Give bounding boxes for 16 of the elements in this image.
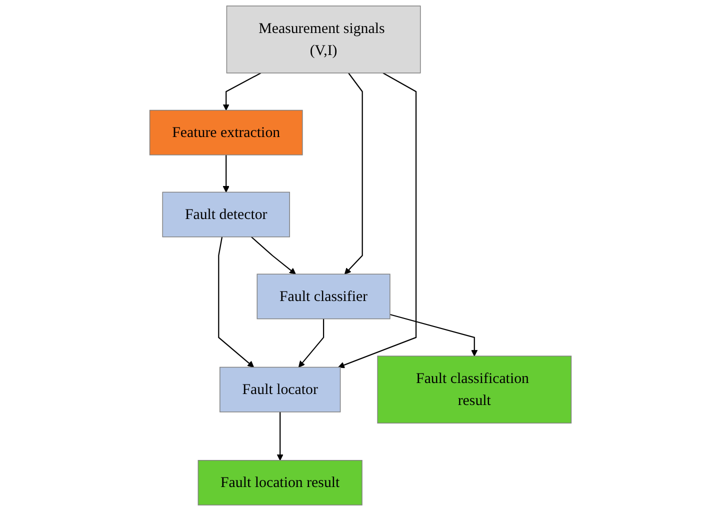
node-box: Fault detector — [162, 192, 290, 238]
node-box: Fault classifier — [256, 274, 390, 320]
arrow — [218, 236, 254, 368]
node-box: Fault location result — [198, 460, 362, 506]
arrow — [390, 314, 478, 356]
node-box: Measurement signals (V,I) — [226, 6, 421, 74]
arrow — [250, 236, 296, 274]
arrow — [344, 72, 363, 274]
node-box: Fault classification result — [377, 356, 572, 424]
arrow — [222, 72, 262, 111]
node-box: Feature extraction — [149, 110, 303, 156]
node-box: Fault locator — [220, 366, 341, 412]
arrow — [222, 154, 230, 192]
arrow — [298, 318, 324, 368]
arrow — [276, 412, 284, 461]
arrow — [338, 72, 417, 368]
